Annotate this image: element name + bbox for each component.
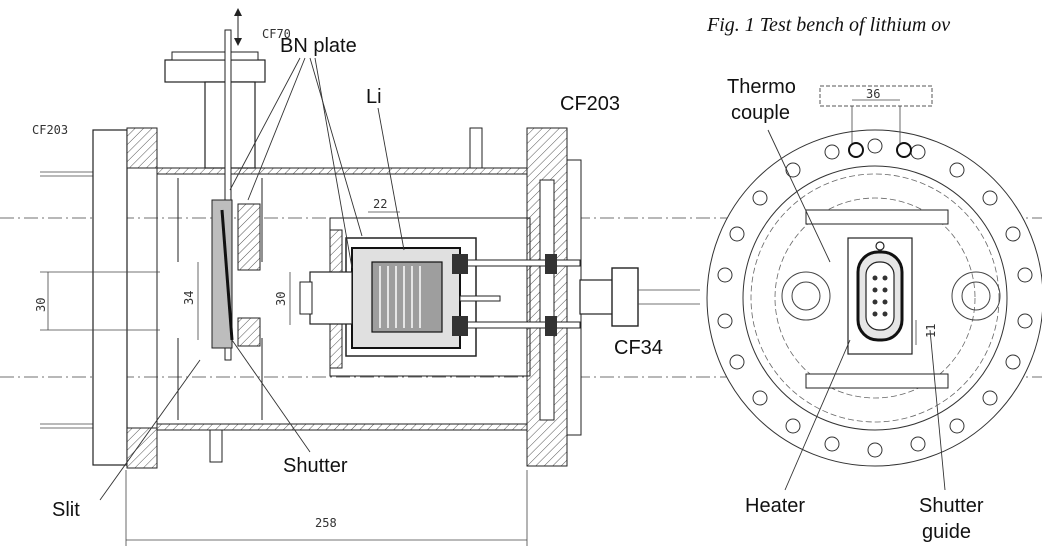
cf70-flange — [164, 59, 266, 83]
label-bn-plate: BN plate — [280, 35, 357, 57]
label-cf203-right: CF203 — [560, 93, 620, 115]
front-view — [706, 85, 1042, 491]
shutter-rod — [224, 29, 232, 361]
label-shutter-guide-2: guide — [922, 521, 971, 543]
bn-plate — [211, 199, 233, 349]
dim-258: 258 — [315, 516, 337, 530]
label-shutter-guide-1: Shutter — [919, 495, 984, 517]
dim-22: 22 — [373, 197, 387, 211]
label-couple: couple — [731, 102, 790, 124]
label-thermo: Thermo — [727, 76, 796, 98]
side-section-view — [0, 8, 1042, 546]
left-flange-top — [126, 127, 158, 169]
chamber-wall-bottom — [156, 423, 528, 431]
label-cf203-left: CF203 — [32, 123, 68, 137]
label-cf34: CF34 — [614, 337, 663, 359]
dim-11: 11 — [924, 324, 938, 338]
label-cf70: CF70 — [262, 27, 291, 41]
figure-caption: Fig. 1 Test bench of lithium ov — [706, 14, 950, 36]
left-flange-bottom — [126, 427, 158, 469]
dim-34: 34 — [182, 291, 196, 305]
dim-30-mid: 30 — [274, 292, 288, 306]
dim-36: 36 — [866, 87, 880, 101]
label-li: Li — [366, 86, 382, 108]
label-shutter: Shutter — [283, 455, 348, 477]
left-outer-flange — [92, 129, 128, 466]
dim-30-left: 30 — [34, 298, 48, 312]
label-slit: Slit — [52, 499, 80, 521]
label-heater: Heater — [745, 495, 805, 517]
